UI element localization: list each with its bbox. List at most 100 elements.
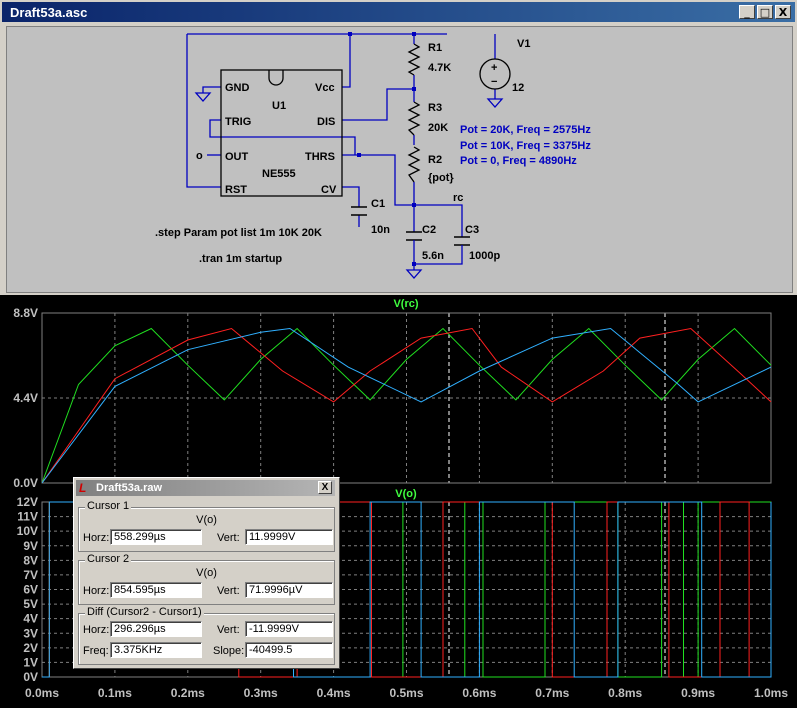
maximize-button[interactable]: □ (757, 5, 773, 19)
diff-vert-label: Vert: (217, 624, 240, 636)
voltage-source-icon[interactable] (479, 58, 511, 90)
r1-ref: R1 (428, 42, 442, 54)
capacitor-icon (351, 206, 470, 246)
y-tick-label: 1V (23, 655, 38, 669)
cursor1-horz-field[interactable]: 558.299µs (110, 529, 202, 545)
vrc-trace-2[interactable] (41, 327, 772, 484)
vrc-trace-0[interactable] (41, 327, 772, 484)
y-tick-label: 10V (17, 524, 38, 538)
v1-minus: − (491, 76, 497, 88)
pin-cv: CV (321, 184, 337, 196)
title-bar[interactable]: Draft53a.asc _ □ X (2, 2, 795, 22)
y-tick-label: 0.0V (13, 476, 38, 490)
cursor2-label: Cursor 2 (85, 553, 132, 565)
net-label-rc: rc (453, 192, 463, 204)
note-line-2: Pot = 10K, Freq = 3375Hz (460, 140, 591, 152)
y-tick-label: 9V (23, 539, 38, 553)
resistor-icon (407, 43, 421, 183)
diff-vert-field[interactable]: -11.9999V (245, 621, 333, 637)
top-plot-title[interactable]: V(rc) (393, 298, 418, 310)
diff-horz-label: Horz: (83, 624, 110, 636)
bottom-plot-title[interactable]: V(o) (395, 488, 417, 500)
u1-part: NE555 (262, 168, 296, 180)
tran-directive[interactable]: .tran 1m startup (199, 253, 282, 265)
vrc-trace-1[interactable] (41, 327, 772, 484)
y-tick-label: 4.4V (13, 391, 38, 405)
schematic-pane[interactable]: GND Vcc U1 TRIG DIS OUT THRS NE555 RST C… (6, 26, 793, 293)
y-tick-label: 8V (23, 553, 38, 567)
u1-ref: U1 (272, 100, 286, 112)
x-tick-label: 0.8ms (608, 686, 642, 700)
diff-freq-field[interactable]: 3.375KHz (110, 642, 202, 658)
c1-ref: C1 (371, 198, 385, 210)
pin-vcc: Vcc (315, 82, 335, 94)
diff-slope-field[interactable]: -40499.5 (245, 642, 333, 658)
cursor1-horz-label: Horz: (83, 532, 110, 544)
y-tick-label: 7V (23, 568, 38, 582)
x-tick-label: 0.9ms (681, 686, 715, 700)
pin-rst: RST (225, 184, 247, 196)
pin-thrs: THRS (305, 151, 335, 163)
cursor-dialog[interactable]: L Draft53a.raw X Cursor 1 V(o) Horz: 558… (73, 477, 340, 669)
y-tick-label: 3V (23, 626, 38, 640)
diff-horz-field[interactable]: 296.296µs (110, 621, 202, 637)
y-tick-label: 0V (23, 670, 38, 684)
v1-ref: V1 (517, 38, 530, 50)
c3-value: 1000p (469, 250, 500, 262)
x-tick-label: 0.3ms (244, 686, 278, 700)
junctions (348, 32, 416, 266)
ground-icon (194, 92, 504, 279)
pin-dis: DIS (317, 116, 335, 128)
vo-trace-0[interactable] (42, 501, 771, 678)
pin-trig: TRIG (225, 116, 251, 128)
x-tick-label: 1.0ms (754, 686, 788, 700)
cursor1-vert-field[interactable]: 11.9999V (245, 529, 333, 545)
pin-out: OUT (225, 151, 249, 163)
c1-value: 10n (371, 224, 390, 236)
cursor2-horz-label: Horz: (83, 585, 110, 597)
y-tick-label: 6V (23, 583, 38, 597)
r3-ref: R3 (428, 102, 442, 114)
cursor2-horz-field[interactable]: 854.595µs (110, 582, 202, 598)
r2-ref: R2 (428, 154, 442, 166)
r3-value: 20K (428, 122, 448, 134)
x-tick-label: 0.0ms (25, 686, 59, 700)
r2-value: {pot} (428, 172, 454, 184)
pin-gnd: GND (225, 82, 250, 94)
c2-value: 5.6n (422, 250, 444, 262)
ne555-body[interactable] (220, 69, 343, 197)
cursor-dialog-close-button[interactable]: X (318, 481, 332, 494)
v1-value: 12 (512, 82, 524, 94)
y-tick-label: 12V (17, 495, 38, 509)
ltspice-icon: L (79, 481, 87, 495)
v1-plus: + (491, 62, 497, 74)
cursor2-vert-label: Vert: (217, 585, 240, 597)
out-node-label: o (196, 150, 203, 162)
window-title: Draft53a.asc (10, 5, 88, 20)
note-line-1: Pot = 20K, Freq = 2575Hz (460, 124, 591, 136)
close-button[interactable]: X (775, 5, 791, 19)
cursor1-label: Cursor 1 (85, 500, 132, 512)
minimize-button[interactable]: _ (739, 5, 755, 19)
cursor2-trace: V(o) (196, 567, 217, 579)
y-tick-label: 4V (23, 612, 38, 626)
diff-label: Diff (Cursor2 - Cursor1) (85, 606, 204, 618)
diff-slope-label: Slope: (213, 645, 245, 657)
note-line-3: Pot = 0, Freq = 4890Hz (460, 155, 577, 167)
step-directive[interactable]: .step Param pot list 1m 10K 20K (155, 227, 322, 239)
x-tick-label: 0.6ms (462, 686, 496, 700)
y-tick-label: 5V (23, 597, 38, 611)
cursor-dialog-title: Draft53a.raw (96, 482, 163, 494)
r1-value: 4.7K (428, 62, 451, 74)
cursor1-group: Cursor 1 V(o) Horz: 558.299µs Vert: 11.9… (78, 500, 335, 552)
cursor1-trace: V(o) (196, 514, 217, 526)
y-tick-label: 2V (23, 641, 38, 655)
diff-freq-label: Freq: (83, 645, 109, 657)
y-tick-label: 8.8V (13, 306, 38, 320)
cursor2-group: Cursor 2 V(o) Horz: 854.595µs Vert: 71.9… (78, 553, 335, 605)
x-tick-label: 0.2ms (171, 686, 205, 700)
c2-ref: C2 (422, 224, 436, 236)
cursor-dialog-titlebar[interactable]: L Draft53a.raw X (76, 480, 335, 496)
cursor2-vert-field[interactable]: 71.9996µV (245, 582, 333, 598)
